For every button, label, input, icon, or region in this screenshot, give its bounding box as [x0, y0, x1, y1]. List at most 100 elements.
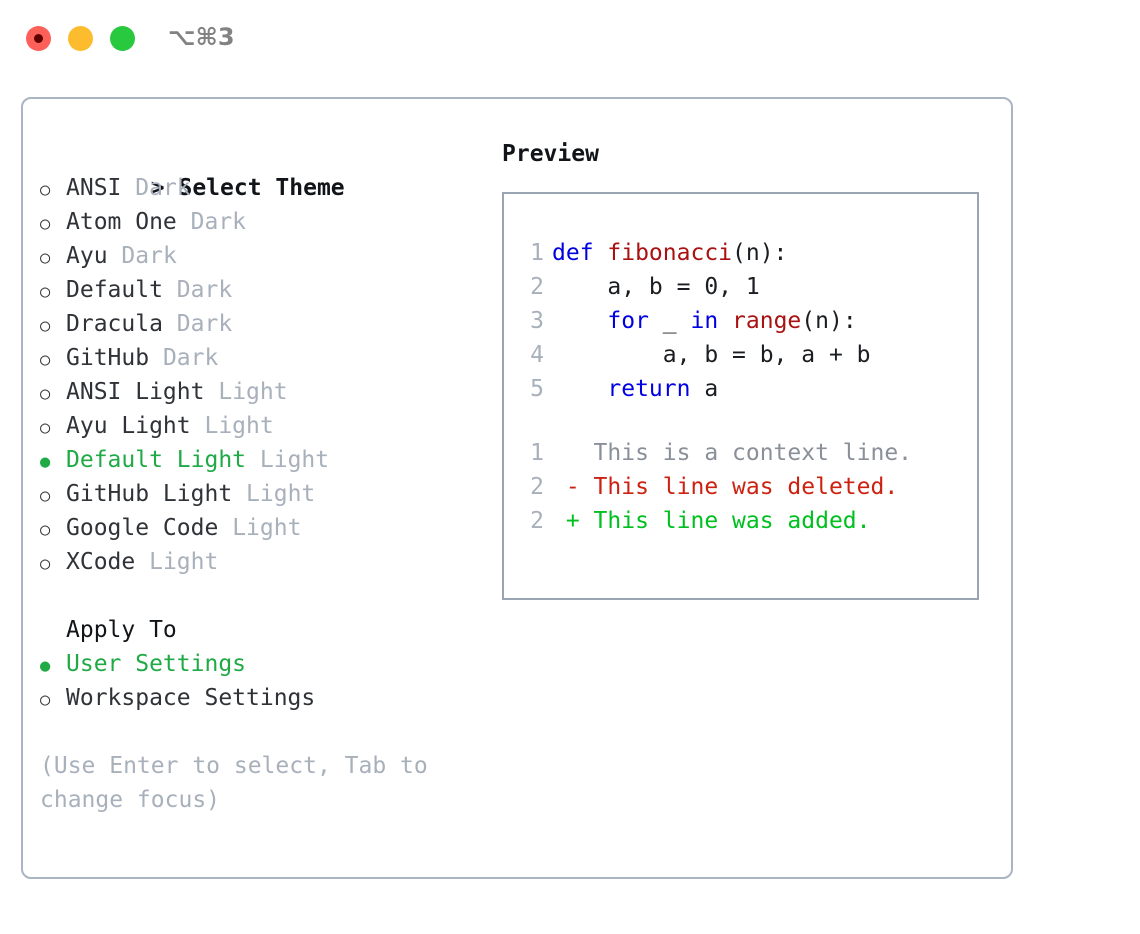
theme-list-item[interactable]: ANSI Dark — [40, 171, 480, 205]
code-line: 5 return a — [514, 372, 974, 406]
radio-unselected-icon — [40, 409, 66, 445]
theme-name: GitHub — [66, 345, 150, 371]
theme-category-tag: Light — [246, 481, 316, 507]
line-number: 3 — [530, 308, 544, 334]
diff-text: + This line was added. — [552, 508, 871, 534]
theme-name: Atom One — [66, 209, 177, 235]
spacer — [149, 345, 163, 371]
title-bar: ⌥⌘3 — [0, 0, 1140, 78]
theme-list-item[interactable]: Atom One Dark — [40, 205, 480, 239]
theme-category-tag: Dark — [121, 243, 177, 269]
theme-list-item[interactable]: ANSI Light Light — [40, 375, 480, 409]
code-token: (n): — [801, 308, 857, 334]
apply-to-item[interactable]: Workspace Settings — [40, 681, 480, 715]
close-dot[interactable] — [26, 26, 51, 51]
code-line: 1 def fibonacci(n): — [514, 236, 974, 270]
theme-category-tag: Light — [259, 447, 330, 473]
theme-category-tag: Light — [149, 549, 219, 575]
spacer — [232, 481, 246, 507]
minimize-dot[interactable] — [68, 26, 93, 51]
code-line: 3 for _ in range(n): — [514, 304, 974, 338]
theme-name: XCode — [66, 549, 136, 575]
apply-to-label: Workspace Settings — [66, 685, 316, 711]
theme-name: ANSI Light — [66, 379, 205, 405]
code-token: (n): — [732, 240, 788, 266]
theme-selection-column: > Select Theme ANSI DarkAtom One DarkAyu… — [40, 137, 480, 817]
code-token — [718, 308, 732, 334]
theme-name: Google Code — [66, 515, 219, 541]
radio-selected-icon — [40, 443, 66, 479]
keyboard-hint-text: (Use Enter to select, Tab to change focu… — [40, 753, 442, 813]
spacer — [204, 379, 218, 405]
code-token: a — [690, 376, 719, 402]
radio-unselected-icon — [40, 375, 66, 411]
code-token: a, b = 0, 1 — [552, 274, 760, 300]
radio-unselected-icon — [40, 341, 66, 377]
spacer — [177, 209, 191, 235]
line-number: 5 — [530, 376, 544, 402]
line-number: 4 — [530, 342, 544, 368]
keyboard-shortcut-label: ⌥⌘3 — [168, 23, 235, 51]
theme-list-header-label: > Select Theme — [150, 175, 345, 201]
diff-line: 1 This is a context line. — [514, 436, 974, 470]
radio-unselected-icon — [40, 477, 66, 513]
diff-sample: 1 This is a context line.2 - This line w… — [514, 436, 974, 538]
radio-unselected-icon — [40, 205, 66, 241]
traffic-lights — [26, 26, 135, 51]
theme-list-item[interactable]: XCode Light — [40, 545, 480, 579]
code-line: 4 a, b = b, a + b — [514, 338, 974, 372]
theme-list-item[interactable]: Google Code Light — [40, 511, 480, 545]
preview-title: Preview — [502, 141, 599, 167]
theme-category-tag: Dark — [176, 277, 233, 303]
theme-name: Ayu — [66, 243, 108, 269]
theme-category-tag: Light — [218, 379, 288, 405]
theme-list-item[interactable]: Default Dark — [40, 273, 480, 307]
radio-unselected-icon — [40, 239, 66, 275]
code-token: for — [607, 308, 649, 334]
apply-to-item[interactable]: User Settings — [40, 647, 480, 681]
radio-unselected-icon — [40, 545, 66, 581]
apply-to-label: User Settings — [66, 651, 247, 677]
theme-list[interactable]: ANSI DarkAtom One DarkAyu DarkDefault Da… — [40, 171, 480, 579]
code-token: return — [607, 376, 691, 402]
spacer — [121, 175, 135, 201]
diff-text: This is a context line. — [552, 440, 913, 466]
theme-category-tag: Dark — [190, 209, 247, 235]
line-number: 2 — [530, 274, 544, 300]
theme-name: Dracula — [66, 311, 163, 337]
spacer — [246, 447, 260, 473]
theme-list-header: > Select Theme — [40, 137, 480, 201]
apply-to-list[interactable]: User SettingsWorkspace Settings — [40, 647, 480, 715]
theme-name: ANSI — [66, 175, 122, 201]
theme-picker-panel: > Select Theme ANSI DarkAtom One DarkAyu… — [21, 97, 1013, 879]
radio-unselected-icon — [40, 307, 66, 343]
theme-list-item[interactable]: GitHub Dark — [40, 341, 480, 375]
code-token — [552, 376, 607, 402]
theme-list-item[interactable]: Default Light Light — [40, 443, 480, 477]
line-number: 1 — [530, 240, 544, 266]
code-token: def — [552, 240, 608, 266]
theme-list-item[interactable]: GitHub Light Light — [40, 477, 480, 511]
theme-list-item[interactable]: Ayu Dark — [40, 239, 480, 273]
line-number: 1 — [530, 440, 544, 466]
line-number: 2 — [530, 474, 544, 500]
theme-list-item[interactable]: Ayu Light Light — [40, 409, 480, 443]
code-token: in — [690, 308, 719, 334]
theme-name: Default Light — [66, 447, 247, 473]
radio-unselected-icon — [40, 171, 66, 207]
diff-line: 2 + This line was added. — [514, 504, 974, 538]
maximize-dot[interactable] — [110, 26, 135, 51]
line-number: 2 — [530, 508, 544, 534]
code-token: fibonacci — [607, 240, 733, 266]
code-diff-spacer — [514, 406, 974, 436]
theme-list-item[interactable]: Dracula Dark — [40, 307, 480, 341]
diff-line: 2 - This line was deleted. — [514, 470, 974, 504]
radio-unselected-icon — [40, 681, 66, 717]
spacer — [191, 413, 205, 439]
section-spacer — [40, 579, 480, 613]
radio-selected-icon — [40, 647, 66, 683]
